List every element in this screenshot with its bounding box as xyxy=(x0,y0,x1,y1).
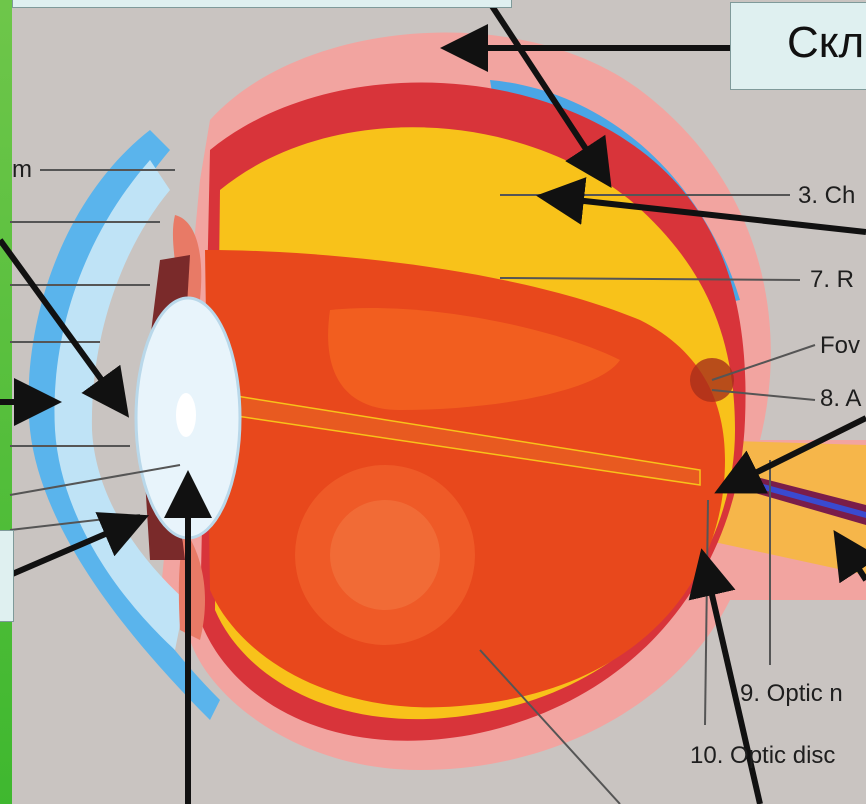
label-optic-nerve: 9. Optic n xyxy=(740,680,843,708)
label-retina: 7. R xyxy=(810,266,854,294)
top-label-box xyxy=(12,0,512,8)
label-choroid: 3. Ch xyxy=(798,182,855,210)
left-label-box xyxy=(0,530,14,622)
title-text: Скл xyxy=(787,18,864,67)
label-fovea: Fov xyxy=(820,332,860,360)
label-macula: 8. A xyxy=(820,385,861,413)
label-1: m xyxy=(12,156,32,184)
title-box: Скл xyxy=(730,2,866,90)
label-optic-disc: 10. Optic disc xyxy=(690,742,835,770)
